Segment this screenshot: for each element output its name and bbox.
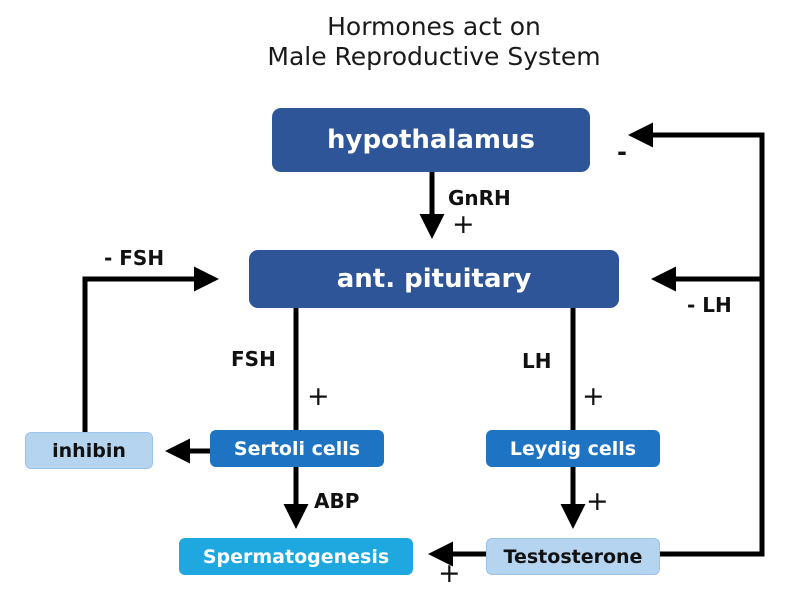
label-gnrh: GnRH (448, 186, 511, 210)
node-hypothalamus: hypothalamus (272, 108, 590, 172)
label-lh-down: LH (522, 349, 552, 373)
arrow-testosterone-feedback-hypothalamus (628, 122, 765, 557)
title-line-2: Male Reproductive System (267, 42, 601, 71)
title-line-1: Hormones act on (327, 12, 541, 41)
node-leydig-cells: Leydig cells (486, 430, 660, 467)
node-testosterone: Testosterone (486, 538, 660, 575)
label-inhibin-feedback: - FSH (104, 246, 165, 270)
arrow-inhibin-feedback (82, 266, 219, 432)
node-anterior-pituitary: ant. pituitary (249, 250, 619, 308)
label-gnrh-sign: + (452, 209, 475, 240)
diagram-title: Hormones act on Male Reproductive System (0, 12, 810, 72)
label-testosterone-feedback-lh: - LH (687, 293, 732, 317)
label-leydig-to-testosterone-sign: + (586, 486, 609, 517)
label-abp: ABP (314, 489, 360, 513)
node-spermatogenesis: Spermatogenesis (179, 538, 413, 575)
label-fsh-down: FSH (231, 347, 276, 371)
label-testosterone-to-spermatogenesis-sign: + (438, 558, 461, 589)
node-sertoli-cells: Sertoli cells (210, 430, 384, 467)
node-inhibin: inhibin (25, 432, 153, 469)
label-fsh-down-sign: + (307, 381, 330, 412)
label-testosterone-feedback-hypothalamus: - (617, 138, 627, 166)
label-lh-down-sign: + (582, 381, 605, 412)
